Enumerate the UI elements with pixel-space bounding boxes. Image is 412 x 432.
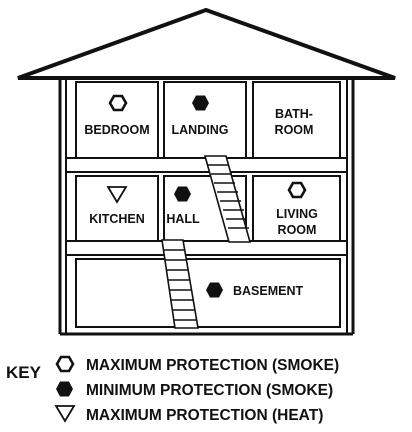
landing-label: LANDING <box>172 123 229 137</box>
bedroom-hollow-hexagon-icon <box>108 94 128 112</box>
key-entry-max-smoke-label: MAXIMUM PROTECTION (SMOKE) <box>86 357 339 374</box>
key-entry-min-smoke-label: MINIMUM PROTECTION (SMOKE) <box>86 382 333 399</box>
bedroom-label: BEDROOM <box>84 123 149 137</box>
key-hollow-triangle-icon <box>54 405 76 423</box>
kitchen-hollow-triangle-icon <box>106 186 128 204</box>
hall-filled-hexagon-icon <box>174 186 191 202</box>
basement-label: BASEMENT <box>233 284 304 298</box>
key-entry-max-heat-label: MAXIMUM PROTECTION (HEAT) <box>86 407 323 424</box>
bathroom-label-line2: ROOM <box>275 123 314 137</box>
lower-staircase <box>161 239 199 329</box>
living-room-hollow-hexagon-icon <box>287 181 307 199</box>
living-room-label-line1: LIVING <box>276 207 318 221</box>
kitchen-label: KITCHEN <box>89 212 145 226</box>
key-filled-hexagon-icon <box>56 381 73 397</box>
landing-filled-hexagon-icon <box>192 95 209 111</box>
roof <box>17 7 396 80</box>
upper-staircase <box>203 155 252 243</box>
key-title: KEY <box>6 363 42 382</box>
bathroom-label-line1: BATH- <box>275 107 313 121</box>
basement-room <box>75 258 341 328</box>
hall-label: HALL <box>166 212 200 226</box>
key-legend: KEY MAXIMUM PROTECTION (SMOKE) MINIMUM P… <box>6 355 339 424</box>
living-room-label-line2: ROOM <box>278 223 317 237</box>
basement-filled-hexagon-icon <box>206 282 223 298</box>
house-walls <box>58 78 355 336</box>
ground-floor-rooms <box>75 175 341 242</box>
key-hollow-hexagon-icon <box>55 355 75 373</box>
